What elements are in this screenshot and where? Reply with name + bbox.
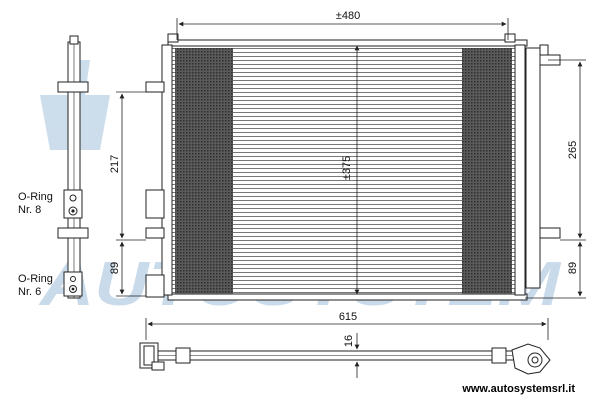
- right-bracket-bottom: [539, 227, 561, 239]
- oring-bottom-label-line2: Nr. 6: [18, 286, 41, 298]
- receiver-dryer: [525, 47, 541, 289]
- left-bracket-bottom: [145, 227, 165, 239]
- dim-left-217: 217: [109, 155, 121, 173]
- dim-overall-615: 615: [339, 311, 357, 323]
- fin-band-right: [462, 48, 512, 294]
- outlet-fitting-block: [145, 274, 165, 298]
- side-bracket-top: [57, 81, 89, 93]
- dim-thickness-16: 16: [343, 335, 355, 347]
- oring-bottom-label-line1: O-Ring: [18, 273, 53, 285]
- condenser-bottom-view: [139, 342, 551, 375]
- dimension-lines: [116, 18, 586, 378]
- dim-left-89: 89: [109, 262, 121, 274]
- oring-top-label-line1: O-Ring: [18, 191, 53, 203]
- left-header-tank: [161, 44, 173, 296]
- condenser-front-view: [145, 33, 561, 301]
- left-bracket-top: [145, 81, 165, 93]
- condenser-side-view: [57, 35, 89, 299]
- side-bracket-bottom: [57, 227, 89, 239]
- dim-height-375: ±375: [341, 156, 353, 180]
- website-url[interactable]: www.autosystemsrl.it: [461, 383, 575, 395]
- inlet-fitting-block: [145, 189, 165, 219]
- oring-fitting-nr6: [63, 271, 83, 297]
- dim-right-89: 89: [567, 262, 579, 274]
- oring-fitting-nr8: [63, 189, 83, 219]
- right-header-tank: [514, 44, 526, 296]
- oring-top-label-line2: Nr. 8: [18, 204, 41, 216]
- dim-width-480: ±480: [336, 10, 360, 22]
- fin-band-left: [175, 48, 233, 294]
- dim-right-265: 265: [567, 141, 579, 159]
